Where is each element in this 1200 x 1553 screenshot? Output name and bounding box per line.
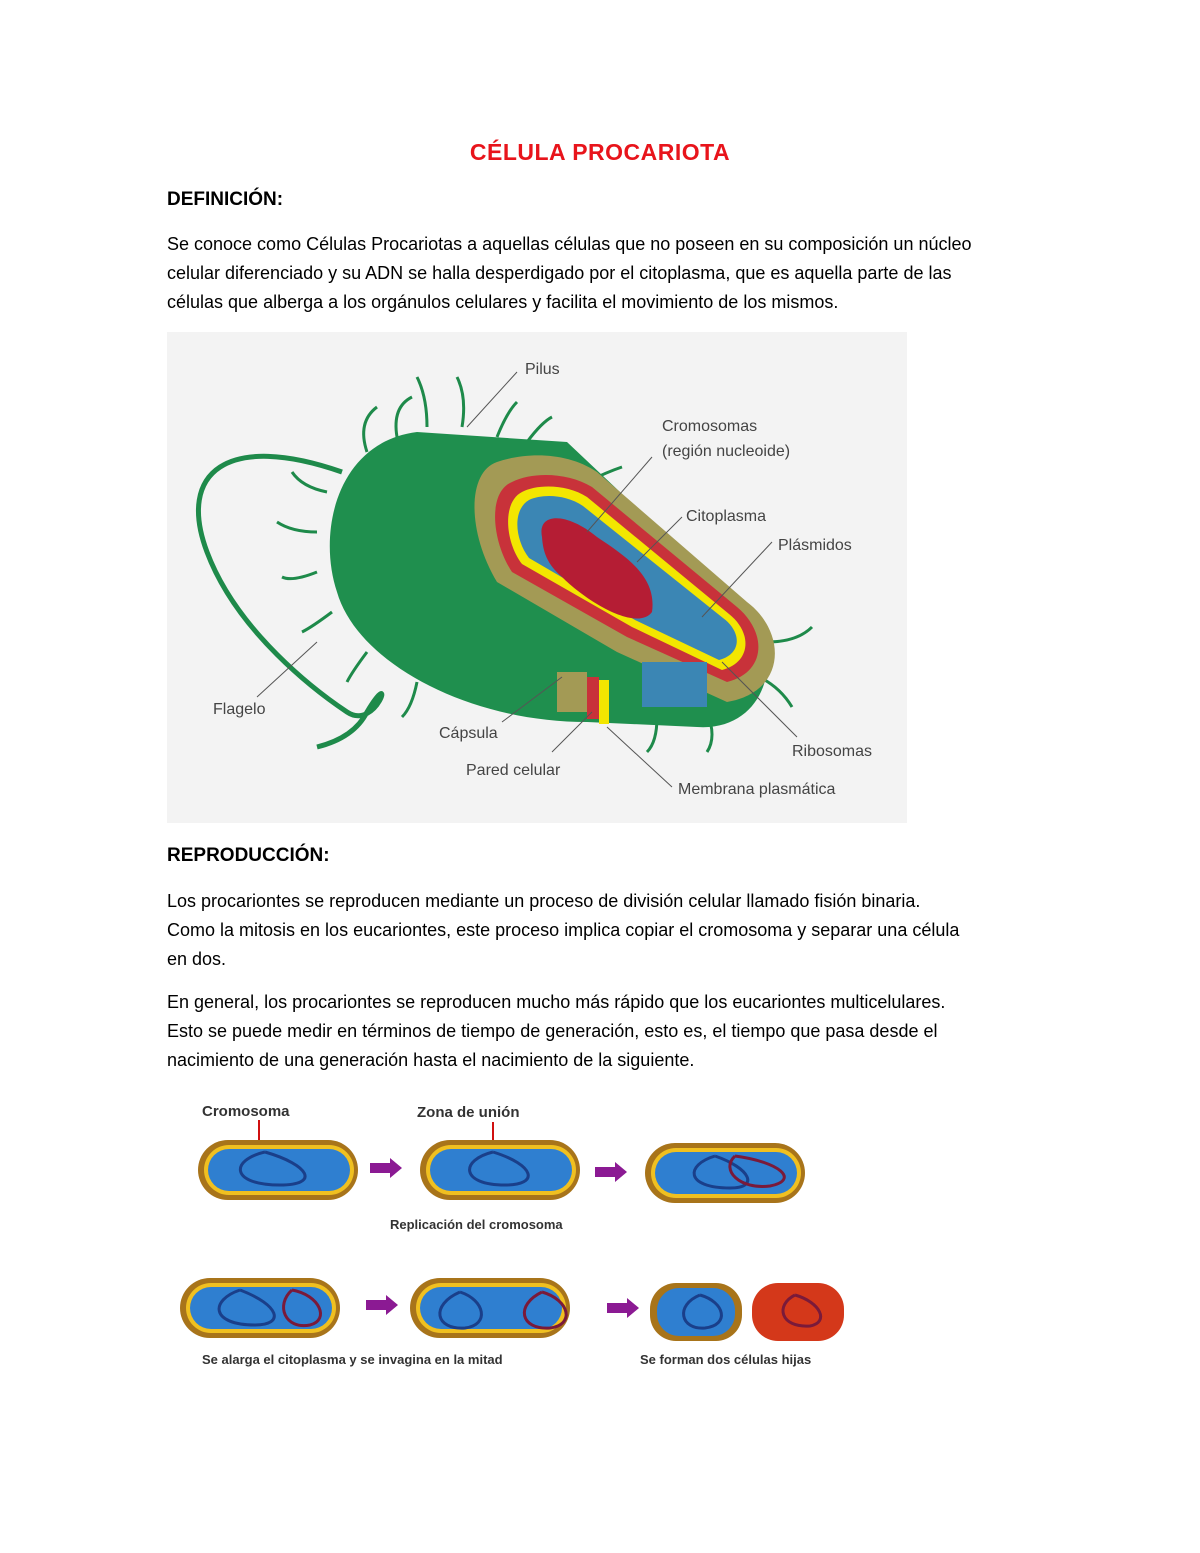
definition-heading: DEFINICIÓN: bbox=[167, 189, 284, 210]
reproduction-line: nacimiento de una generación hasta el na… bbox=[167, 1050, 695, 1070]
page-title: CÉLULA PROCARIOTA bbox=[469, 139, 731, 165]
label-hijas: Se forman dos células hijas bbox=[640, 1352, 811, 1367]
label-alarga: Se alarga el citoplasma y se invagina en… bbox=[202, 1352, 503, 1367]
reproduction-line: En general, los procariontes se reproduc… bbox=[167, 992, 946, 1012]
label-flagelo: Flagelo bbox=[213, 701, 266, 718]
label-ribosomas: Ribosomas bbox=[792, 743, 872, 760]
label-cromosomas: Cromosomas bbox=[662, 418, 757, 435]
reproduction-line: Como la mitosis en los eucariontes, este… bbox=[167, 920, 960, 940]
reproduction-line: en dos. bbox=[167, 949, 227, 969]
label-plasmidos: Plásmidos bbox=[778, 537, 852, 554]
label-cromosoma: Cromosoma bbox=[202, 1103, 290, 1120]
label-zona-union: Zona de unión bbox=[417, 1104, 520, 1121]
definition-line: celular diferenciado y su ADN se halla d… bbox=[167, 263, 952, 283]
binary-fission-diagram: Cromosoma Zona de unión Replicación del … bbox=[170, 1090, 870, 1380]
label-membrana: Membrana plasmática bbox=[678, 781, 836, 798]
label-citoplasma: Citoplasma bbox=[686, 508, 766, 525]
label-capsula: Cápsula bbox=[439, 725, 498, 742]
definition-line: células que alberga a los orgánulos celu… bbox=[167, 292, 839, 312]
label-pared-celular: Pared celular bbox=[466, 762, 561, 779]
label-pilus: Pilus bbox=[525, 361, 560, 378]
label-nucleoide: (región nucleoide) bbox=[662, 443, 790, 460]
reproduction-line: Los procariontes se reproducen mediante … bbox=[167, 891, 921, 911]
label-replicacion: Replicación del cromosoma bbox=[390, 1217, 563, 1232]
prokaryotic-cell-diagram: Pilus Cromosomas (región nucleoide) Cito… bbox=[167, 332, 907, 823]
reproduction-heading: REPRODUCCIÓN: bbox=[167, 845, 330, 866]
reproduction-line: Esto se puede medir en términos de tiemp… bbox=[167, 1021, 938, 1041]
definition-line: Se conoce como Células Procariotas a aqu… bbox=[167, 234, 972, 254]
